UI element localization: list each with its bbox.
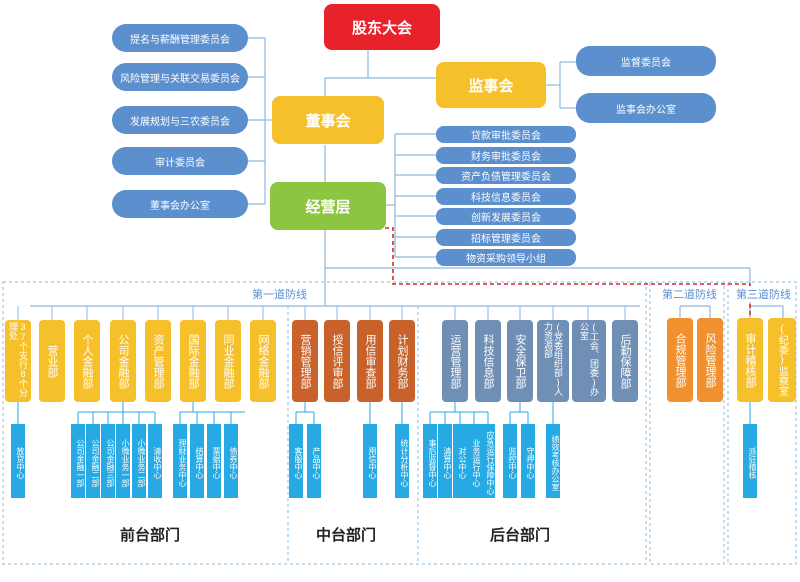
- front-leaf: 债券中心: [224, 424, 238, 498]
- middle-leaf: 客服中心: [289, 424, 303, 498]
- front-leaf: 小微业务一部: [116, 424, 130, 498]
- front-leaf: 小微业务二部: [132, 424, 146, 498]
- mgmt-committee: 物资采购领导小组: [436, 249, 576, 266]
- front-leaf: 结算中心: [190, 424, 204, 498]
- back-section-label: 后台部门: [490, 527, 551, 544]
- front-leaf: 理财业务中心: [173, 424, 187, 498]
- mgmt-committee: 科技信息委员会: [436, 188, 576, 205]
- mgmt-committee: 招标管理委员会: [436, 229, 576, 246]
- back-leaf: 对公中心: [453, 424, 467, 498]
- back-leaf: 业务运行中心: [467, 424, 481, 498]
- back-leaf: 绩效考核办公室: [546, 424, 560, 498]
- back-dept: 科技信息部: [475, 320, 501, 402]
- back-leaf: 监控中心: [503, 424, 517, 498]
- middle-leaf: 统计分析中心: [395, 424, 409, 498]
- back-dept: (党委组织部)人力资源部: [537, 320, 569, 402]
- front-leaf: 清收中心: [148, 424, 162, 498]
- board-committee: 提名与薪酬管理委员会: [112, 24, 248, 52]
- front-leaf: 公司金融二部: [86, 424, 100, 498]
- back-leaf: 事后监督中心: [423, 424, 437, 498]
- middle-section-label: 中台部门: [316, 527, 377, 544]
- front-leaf: 公司金融一部: [71, 424, 85, 498]
- front-dept: 同业金融部: [215, 320, 241, 402]
- front-dept: 资产管理部: [145, 320, 171, 402]
- front-dept: 37个支行8个分理处: [5, 320, 31, 402]
- middle-dept: 营销管理部: [292, 320, 318, 402]
- back-dept: 运营管理部: [442, 320, 468, 402]
- supervisory-board-node: 监事会: [436, 62, 546, 108]
- front-dept: 公司金融部: [110, 320, 136, 402]
- front-dept: 个人金融部: [74, 320, 100, 402]
- front-leaf: 公司金融三部: [101, 424, 115, 498]
- front-dept: 营业部: [39, 320, 65, 402]
- first-defense-line-label: 第一道防线: [250, 286, 309, 302]
- second-defense-line-label: 第二道防线: [660, 286, 719, 302]
- front-section-label: 前台部门: [120, 527, 181, 544]
- board-node: 董事会: [272, 96, 384, 144]
- front-leaf: 票据中心: [207, 424, 221, 498]
- management-node: 经营层: [270, 182, 386, 230]
- back-leaf: 守押中心: [521, 424, 535, 498]
- mgmt-committee: 财务审批委员会: [436, 147, 576, 164]
- third-defense-line-label: 第三道防线: [734, 286, 793, 302]
- second-line-dept: 风险管理部: [697, 318, 723, 402]
- third-line-dept: 审计稽核部: [737, 318, 763, 402]
- mgmt-committee: 创新发展委员会: [436, 208, 576, 225]
- middle-dept: 计划财务部: [389, 320, 415, 402]
- mgmt-committee: 贷款审批委员会: [436, 126, 576, 143]
- middle-dept: 用信审查部: [357, 320, 383, 402]
- mgmt-committee: 资产负债管理委员会: [436, 167, 576, 184]
- board-committee: 风险管理与关联交易委员会: [112, 63, 248, 91]
- board-committee: 发展规划与三农委员会: [112, 106, 248, 134]
- middle-leaf: 用信中心: [363, 424, 377, 498]
- middle-leaf: 产品中心: [307, 424, 321, 498]
- supervisor-committee: 监督委员会: [576, 46, 716, 76]
- third-line-dept: (纪委)监察室: [768, 318, 796, 402]
- back-dept: 安全保卫部: [507, 320, 533, 402]
- supervisor-committee: 监事会办公室: [576, 93, 716, 123]
- front-leaf: 放贷中心: [11, 424, 25, 498]
- board-committee: 董事会办公室: [112, 190, 248, 218]
- back-leaf: 应急运行保障中心: [481, 424, 495, 498]
- back-dept: 后勤保障部: [612, 320, 638, 402]
- front-dept: 国际金融部: [180, 320, 206, 402]
- board-committee: 审计委员会: [112, 147, 248, 175]
- back-dept: (工会、团委)办公室: [572, 320, 606, 402]
- middle-dept: 授信评审部: [324, 320, 350, 402]
- front-dept: 网络金融部: [250, 320, 276, 402]
- back-leaf: 清算中心: [438, 424, 452, 498]
- second-line-dept: 合规管理部: [667, 318, 693, 402]
- third-line-leaf: 派驻稽核: [743, 424, 757, 498]
- shareholders-meeting-node: 股东大会: [324, 4, 440, 50]
